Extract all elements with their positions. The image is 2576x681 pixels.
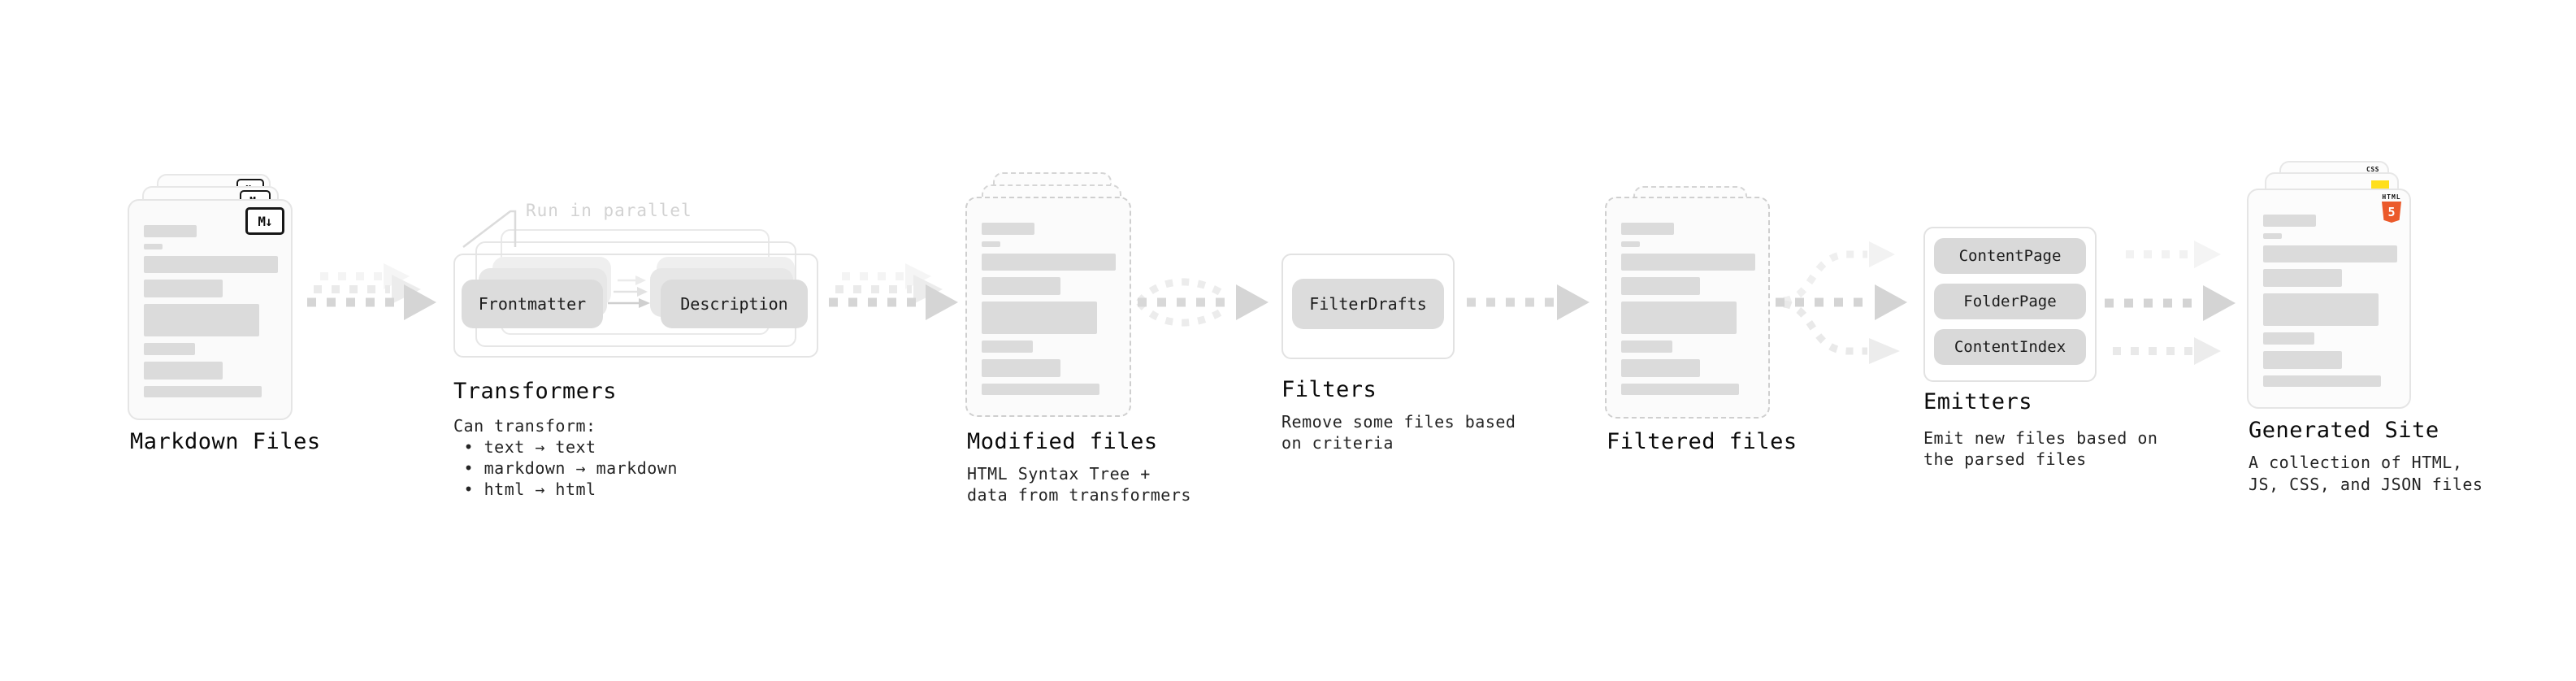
html5-icon-shield: 5 [2382, 202, 2401, 223]
skeleton-line [144, 280, 223, 297]
html5-icon: HTML 5 [2381, 193, 2402, 223]
skeleton-line [982, 277, 1060, 295]
skeleton-line [144, 256, 278, 273]
emitters-heading: Emitters [1923, 389, 2033, 414]
filtered-files-heading: Filtered files [1607, 429, 1798, 454]
skeleton-line [2263, 375, 2381, 387]
html5-icon-label: HTML [2382, 193, 2401, 201]
markdown-icon: M↓ [245, 207, 284, 235]
skeleton-line [982, 359, 1060, 377]
skeleton-line [982, 223, 1034, 235]
modified-files-caption: HTML Syntax Tree +data from transformers [967, 463, 1191, 505]
emitter-pill: ContentIndex [1934, 329, 2086, 365]
arrow-filtered-to-emitters [1776, 241, 1907, 364]
document-skeleton [982, 223, 1116, 401]
skeleton-line [1621, 254, 1755, 271]
skeleton-line [1621, 223, 1674, 235]
filtered-file-card [1605, 197, 1770, 419]
skeleton-line [1621, 301, 1737, 334]
markdown-file-card: M↓ [128, 199, 293, 420]
arrow-filters-to-filtered [1467, 284, 1589, 320]
skeleton-line [2263, 332, 2314, 345]
filters-heading: Filters [1281, 377, 1377, 402]
arrow-modified-to-filters [1136, 278, 1268, 327]
skeleton-line [982, 301, 1097, 334]
caption-line: • text → text [453, 437, 596, 457]
skeleton-line [1621, 277, 1700, 295]
caption-line: Emit new files based on [1923, 428, 2158, 448]
markdown-files-label: Markdown Files [130, 429, 321, 454]
skeleton-line [144, 362, 223, 380]
caption-line: Can transform: [453, 416, 596, 436]
skeleton-line [144, 304, 259, 336]
transformer-pill-description: Description [661, 280, 808, 328]
document-skeleton [2263, 215, 2397, 393]
modified-file-card [965, 197, 1131, 417]
arrow-transformers-to-modified [829, 263, 958, 320]
transformer-panel-front [453, 254, 818, 358]
filter-pill-filterdrafts: FilterDrafts [1292, 279, 1444, 329]
skeleton-line [2263, 293, 2379, 326]
generated-site-caption: A collection of HTML, JS, CSS, and JSON f… [2249, 452, 2483, 496]
skeleton-line [2263, 351, 2342, 369]
document-skeleton [1621, 223, 1755, 401]
skeleton-line [982, 241, 1000, 247]
skeleton-line [144, 225, 197, 237]
emitter-pill: ContentPage [1934, 238, 2086, 274]
skeleton-line [982, 340, 1033, 353]
skeleton-line [2263, 269, 2342, 287]
run-in-parallel-annotation: Run in parallel [526, 201, 692, 220]
css-icon-label: CSS [2366, 166, 2379, 173]
document-skeleton [144, 225, 278, 404]
arrow-emitters-to-generated [2105, 241, 2236, 365]
arrow-markdown-to-transformers [307, 263, 436, 320]
modified-files-heading: Modified files [967, 429, 1158, 454]
caption-line: JS, CSS, and JSON files [2249, 475, 2483, 494]
skeleton-line [144, 244, 163, 249]
skeleton-line [144, 386, 262, 397]
caption-line: the parsed files [1923, 449, 2087, 469]
caption-line: HTML Syntax Tree + [967, 464, 1151, 484]
skeleton-line [982, 384, 1099, 395]
skeleton-line [1621, 359, 1700, 377]
skeleton-line [1621, 384, 1739, 395]
generated-site-heading: Generated Site [2249, 418, 2439, 443]
caption-line: Remove some files based [1281, 412, 1516, 432]
skeleton-line [982, 254, 1116, 271]
emitter-pill: FolderPage [1934, 284, 2086, 319]
transformers-caption: Can transform: • text → text • markdown … [453, 415, 678, 500]
skeleton-line [1621, 340, 1672, 353]
caption-line: • html → html [453, 479, 596, 499]
html5-icon-number: 5 [2387, 205, 2396, 219]
skeleton-line [1621, 241, 1640, 247]
transformers-heading: Transformers [453, 379, 618, 404]
skeleton-line [2263, 245, 2397, 262]
caption-line: • markdown → markdown [453, 458, 678, 478]
caption-line: A collection of HTML, [2249, 453, 2463, 472]
caption-line: on criteria [1281, 433, 1394, 453]
skeleton-line [2263, 215, 2316, 227]
generated-html-file-card: HTML 5 [2247, 189, 2411, 409]
skeleton-line [2263, 233, 2282, 239]
skeleton-line [144, 343, 195, 355]
transformer-pill-frontmatter: Frontmatter [462, 280, 603, 328]
caption-line: data from transformers [967, 485, 1191, 505]
